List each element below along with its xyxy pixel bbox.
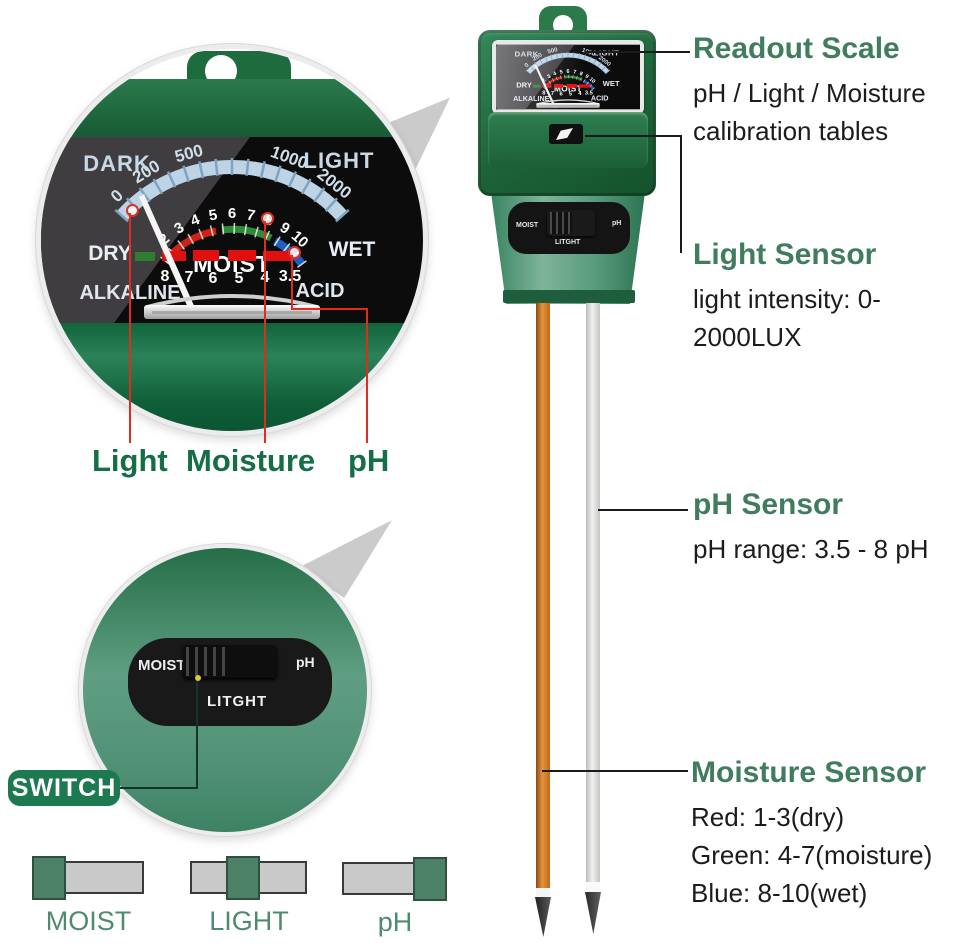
ph-callout-line-v1 <box>291 255 293 310</box>
moisture-sensor-annotation: Moisture Sensor Red: 1-3(dry) Green: 4-7… <box>691 756 977 912</box>
ph-sensor-text: pH range: 3.5 - 8 pH <box>693 534 929 564</box>
ph-callout-line-v2 <box>366 308 368 443</box>
ph-sensor-annotation: pH Sensor pH range: 3.5 - 8 pH <box>693 488 975 568</box>
moisture-sensor-line3: Blue: 8-10(wet) <box>691 878 868 908</box>
moisture-sensor-title: Moisture Sensor <box>691 756 927 789</box>
toggle-knob <box>32 856 66 900</box>
device-gauge-glare <box>496 44 640 110</box>
ph-sensor-callout-line <box>598 509 688 511</box>
switch-light-label: LITGHT <box>207 693 268 710</box>
toggle-label-ph: pH <box>377 907 413 937</box>
switch-badge-label: SWITCH <box>11 773 117 802</box>
device-base <box>503 290 635 303</box>
switch-moist-label: MOIST <box>138 657 186 674</box>
switch-badge-line-h <box>120 787 198 789</box>
readout-scale-annotation: Readout Scale pH / Light / Moisture cali… <box>693 32 975 150</box>
ph-probe-band <box>586 882 600 892</box>
switch-indicator-dot <box>195 675 201 681</box>
moisture-sensor-line1: Red: 1-3(dry) <box>691 802 845 832</box>
readout-callout-line <box>585 51 690 53</box>
light-sensor-text: light intensity: 0-2000LUX <box>693 284 881 352</box>
toggle-knob <box>226 856 260 900</box>
device-switch-slider-ridges <box>550 212 572 234</box>
readout-scale-text: pH / Light / Moisture calibration tables <box>693 74 975 150</box>
moisture-probe <box>536 302 550 888</box>
moisture-probe-tip <box>535 897 551 937</box>
switch-magnifier: MOIST pH LITGHT <box>79 544 371 836</box>
device-switch-light-label: LITGHT <box>555 239 581 246</box>
magnified-device-body <box>41 323 423 431</box>
moisture-sensor-callout-line <box>542 770 688 772</box>
magnified-gauge-face <box>36 135 428 325</box>
ph-probe <box>586 302 600 882</box>
toggle-label-moist: MOIST <box>45 906 132 936</box>
switch-badge: SWITCH <box>8 770 120 806</box>
moisture-callout-line <box>264 221 266 443</box>
magnified-switch-slider-ridges <box>186 647 228 676</box>
light-callout-line <box>129 213 131 443</box>
moisture-sensor-line2: Green: 4-7(moisture) <box>691 840 933 870</box>
magnified-device-top <box>41 79 423 137</box>
ph-probe-tip <box>585 892 601 934</box>
readout-scale-title: Readout Scale <box>693 32 900 65</box>
ph-callout-dot <box>288 246 301 259</box>
switch-ph-label: pH <box>296 654 315 670</box>
light-callout-dot <box>126 204 139 217</box>
light-sensor-callout-line-h <box>585 135 681 137</box>
ph-sensor-title: pH Sensor <box>693 488 844 521</box>
device-switch-ph-label: pH <box>612 220 622 227</box>
toggle-knob <box>413 857 447 901</box>
moisture-sensor-text: Red: 1-3(dry) Green: 4-7(moisture) Blue:… <box>691 798 977 912</box>
light-sensor-title: Light Sensor <box>693 238 877 271</box>
readout-scale-magnifier <box>36 44 428 436</box>
toggle-bar <box>63 861 144 894</box>
readout-scale-line2: calibration tables <box>693 116 889 146</box>
callout-label-moisture: Moisture <box>186 443 316 478</box>
moisture-callout-dot <box>261 212 274 225</box>
readout-scale-line1: pH / Light / Moisture <box>693 78 926 108</box>
ph-callout-line-h <box>291 308 368 310</box>
device-switch-moist-label: MOIST <box>516 222 539 229</box>
callout-label-light: Light <box>92 443 168 478</box>
toggle-label-light: LIGHT <box>209 906 289 936</box>
switch-badge-line-v <box>196 681 198 788</box>
callout-label-ph: pH <box>348 443 390 478</box>
light-sensor-annotation: Light Sensor light intensity: 0-2000LUX <box>693 238 975 356</box>
moisture-probe-band <box>536 888 550 897</box>
light-sensor-callout-line-v <box>680 135 682 253</box>
